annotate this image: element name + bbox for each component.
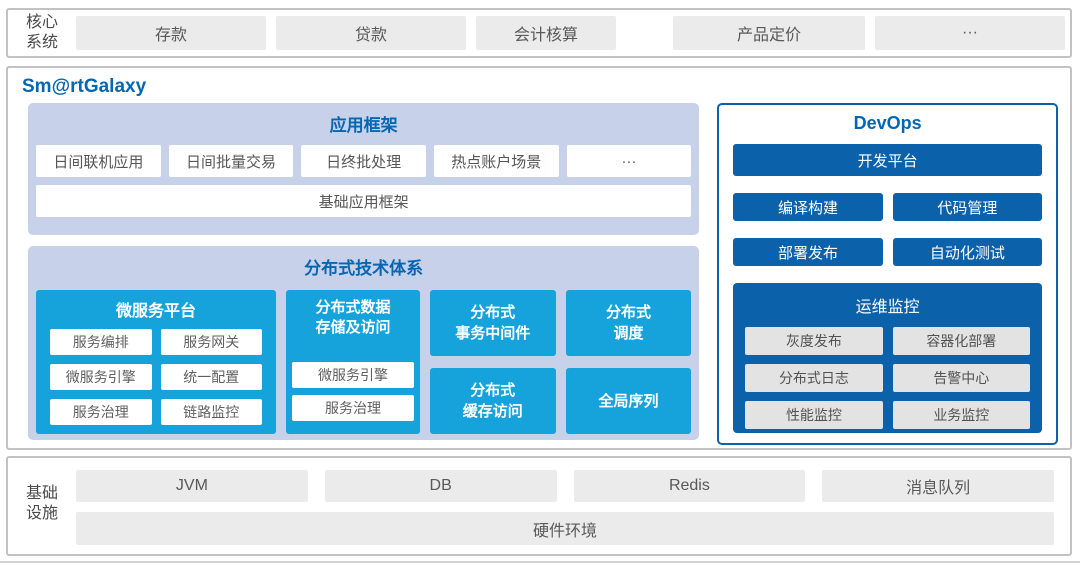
chip-gray-release: 灰度发布 <box>745 327 883 355</box>
core-item-accounting: 会计核算 <box>476 16 617 50</box>
devops-row-1: 编译构建 代码管理 <box>733 193 1043 221</box>
smartgalaxy-body: 应用框架 日间联机应用 日间批量交易 日终批处理 热点账户场景 ··· 基础应用… <box>28 103 1058 445</box>
chip-trace-monitoring: 链路监控 <box>160 399 262 425</box>
infrastructure-row: JVM DB Redis 消息队列 <box>76 470 1055 502</box>
core-item-pricing: 产品定价 <box>673 16 866 50</box>
devops-title: DevOps <box>853 113 922 133</box>
app-framework-title: 应用框架 <box>329 116 398 135</box>
chip-service-governance: 服务治理 <box>50 399 152 425</box>
core-system-label: 核心 系统 <box>26 14 59 51</box>
core-item-loan: 贷款 <box>276 16 467 50</box>
app-eod-batch: 日终批处理 <box>301 145 426 177</box>
dev-platform-bar: 开发平台 <box>733 144 1042 176</box>
ops-monitoring-title: 运维监控 <box>855 299 920 316</box>
smartgalaxy-section: Sm@rtGalaxy 应用框架 日间联机应用 日间批量交易 日终批处理 热点账… <box>6 66 1072 450</box>
chip-deploy-release: 部署发布 <box>733 238 883 266</box>
devops-panel: DevOps 开发平台 编译构建 代码管理 部署发布 自动化测试 运维监控 灰度… <box>717 103 1058 445</box>
ops-monitoring-grid: 灰度发布 容器化部署 分布式日志 告警中心 性能监控 业务监控 <box>745 327 1030 429</box>
app-framework-row: 日间联机应用 日间批量交易 日终批处理 热点账户场景 ··· <box>36 145 692 177</box>
app-framework-panel: 应用框架 日间联机应用 日间批量交易 日终批处理 热点账户场景 ··· 基础应用… <box>28 103 700 235</box>
infrastructure-section: 基础 设施 JVM DB Redis 消息队列 硬件环境 <box>6 456 1072 556</box>
devops-row-2: 部署发布 自动化测试 <box>733 238 1043 266</box>
core-item-deposit: 存款 <box>76 16 267 50</box>
infra-hardware-env: 硬件环境 <box>76 512 1054 545</box>
distributed-tech-panel: 分布式技术体系 微服务平台 服务编排 服务网关 微服务引擎 统一配置 服务治理 … <box>28 246 700 440</box>
chip-storage-microservice-engine: 微服务引擎 <box>292 361 414 388</box>
chip-performance-monitoring: 性能监控 <box>745 401 883 429</box>
galaxy-left-column: 应用框架 日间联机应用 日间批量交易 日终批处理 热点账户场景 ··· 基础应用… <box>28 103 700 445</box>
smartgalaxy-title: Sm@rtGalaxy <box>22 76 147 97</box>
chip-storage-service-governance: 服务治理 <box>292 394 414 421</box>
chip-microservice-engine: 微服务引擎 <box>50 364 152 390</box>
chip-build: 编译构建 <box>733 193 883 221</box>
core-item-more: ··· <box>875 16 1066 50</box>
distributed-storage-box: 分布式数据 存储及访问 微服务引擎 服务治理 <box>286 290 420 434</box>
chip-distributed-logging: 分布式日志 <box>745 364 883 392</box>
global-sequence-box: 全局序列 <box>565 368 692 434</box>
distributed-tech-title: 分布式技术体系 <box>304 259 424 278</box>
app-hot-account: 热点账户场景 <box>433 145 559 177</box>
infra-db: DB <box>324 470 557 502</box>
chip-code-management: 代码管理 <box>892 193 1043 221</box>
infrastructure-label: 基础 设施 <box>26 485 59 522</box>
core-system-items: 存款 贷款 会计核算 产品定价 ··· <box>66 16 1066 50</box>
chip-alert-center: 告警中心 <box>892 364 1030 392</box>
infra-jvm: JVM <box>76 470 308 502</box>
chip-service-gateway: 服务网关 <box>160 329 262 355</box>
infra-message-queue: 消息队列 <box>822 470 1055 502</box>
microservice-platform-grid: 服务编排 服务网关 微服务引擎 统一配置 服务治理 链路监控 <box>50 329 262 425</box>
distributed-storage-title: 分布式数据 存储及访问 <box>315 299 391 337</box>
distributed-transaction-middleware-box: 分布式 事务中间件 <box>430 290 556 356</box>
page-divider <box>0 561 1080 563</box>
microservice-platform-box: 微服务平台 服务编排 服务网关 微服务引擎 统一配置 服务治理 链路监控 <box>36 290 276 434</box>
chip-container-deploy: 容器化部署 <box>892 327 1030 355</box>
chip-automated-testing: 自动化测试 <box>892 238 1043 266</box>
infrastructure-content: JVM DB Redis 消息队列 硬件环境 <box>76 458 1055 554</box>
base-app-framework-box: 基础应用框架 <box>36 185 692 217</box>
distributed-scheduling-box: 分布式 调度 <box>565 290 692 356</box>
core-system-section: 核心 系统 存款 贷款 会计核算 产品定价 ··· <box>6 8 1072 58</box>
distributed-tech-grid: 微服务平台 服务编排 服务网关 微服务引擎 统一配置 服务治理 链路监控 分布式… <box>36 290 692 434</box>
infra-redis: Redis <box>573 470 806 502</box>
app-more: ··· <box>566 145 692 177</box>
chip-business-monitoring: 业务监控 <box>892 401 1030 429</box>
distributed-cache-access-box: 分布式 缓存访问 <box>430 368 556 434</box>
microservice-platform-title: 微服务平台 <box>115 303 196 320</box>
app-daytime-online: 日间联机应用 <box>36 145 161 177</box>
app-daytime-batch: 日间批量交易 <box>168 145 294 177</box>
chip-unified-config: 统一配置 <box>160 364 262 390</box>
chip-service-orchestration: 服务编排 <box>50 329 152 355</box>
ops-monitoring-box: 运维监控 灰度发布 容器化部署 分布式日志 告警中心 性能监控 业务监控 <box>733 283 1042 433</box>
